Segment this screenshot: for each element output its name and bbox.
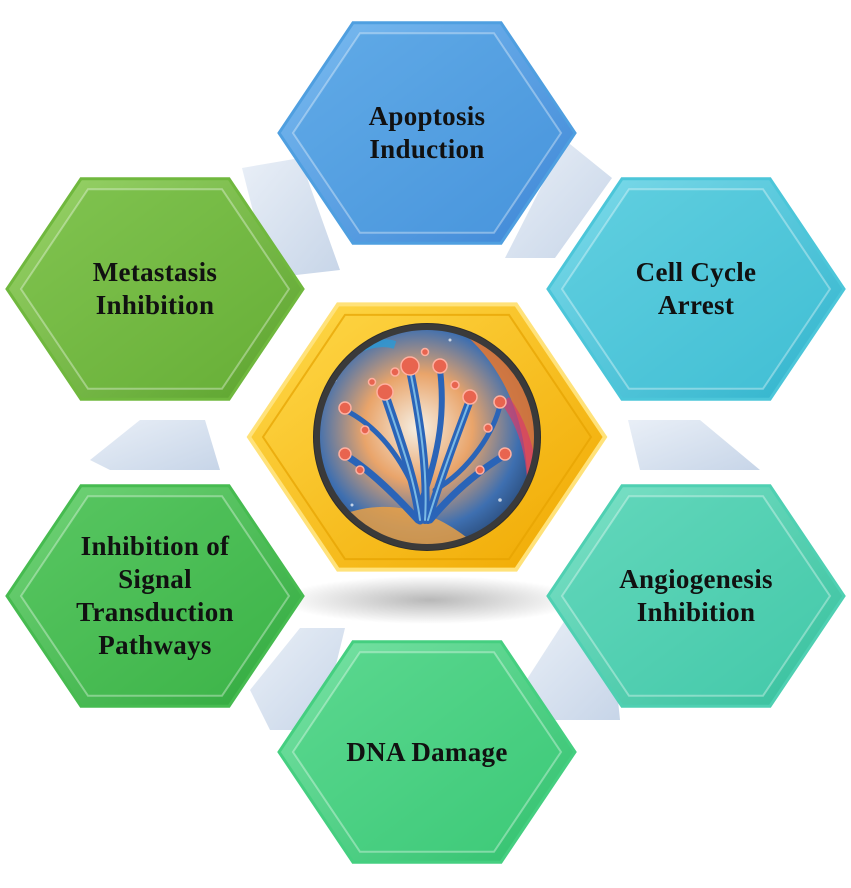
hexagon-cell-cycle-arrest bbox=[546, 177, 846, 401]
label-line: Metastasis bbox=[92, 257, 218, 287]
hexagon-metastasis-inhibition bbox=[5, 177, 305, 401]
hexagon-face bbox=[19, 188, 291, 390]
label-line: Induction bbox=[369, 134, 485, 164]
hexagon-inhibition-of-signal-transduction-pathways bbox=[5, 484, 305, 708]
hexagon-face bbox=[560, 495, 832, 697]
connector-left bbox=[90, 420, 220, 470]
label-line: Inhibition bbox=[95, 290, 215, 320]
label-line: Cell Cycle bbox=[635, 257, 757, 287]
cancer-cell-illustration bbox=[313, 323, 541, 551]
hexagon-face bbox=[19, 495, 291, 697]
label-dna-damage: DNA Damage bbox=[307, 736, 547, 769]
connector-top-right bbox=[505, 140, 612, 258]
label-line: Angiogenesis bbox=[619, 564, 773, 594]
center-shadow bbox=[280, 576, 580, 624]
label-line: Inhibition bbox=[636, 597, 756, 627]
label-line: DNA Damage bbox=[346, 736, 508, 767]
hexagon-angiogenesis-inhibition bbox=[546, 484, 846, 708]
label-line: Inhibition of bbox=[80, 531, 230, 561]
hexagon-face bbox=[291, 651, 563, 853]
hexagon-dna-damage bbox=[277, 640, 577, 864]
label-line: Pathways bbox=[98, 630, 212, 660]
hexagon-face bbox=[291, 32, 563, 234]
hexagon-apoptosis-induction bbox=[277, 21, 577, 245]
label-line: Signal bbox=[118, 564, 192, 594]
hexagon-face bbox=[560, 188, 832, 390]
label-line: Transduction bbox=[76, 597, 234, 627]
label-line: Arrest bbox=[657, 290, 735, 320]
label-line: Apoptosis bbox=[368, 101, 486, 131]
connector-right bbox=[628, 420, 760, 470]
